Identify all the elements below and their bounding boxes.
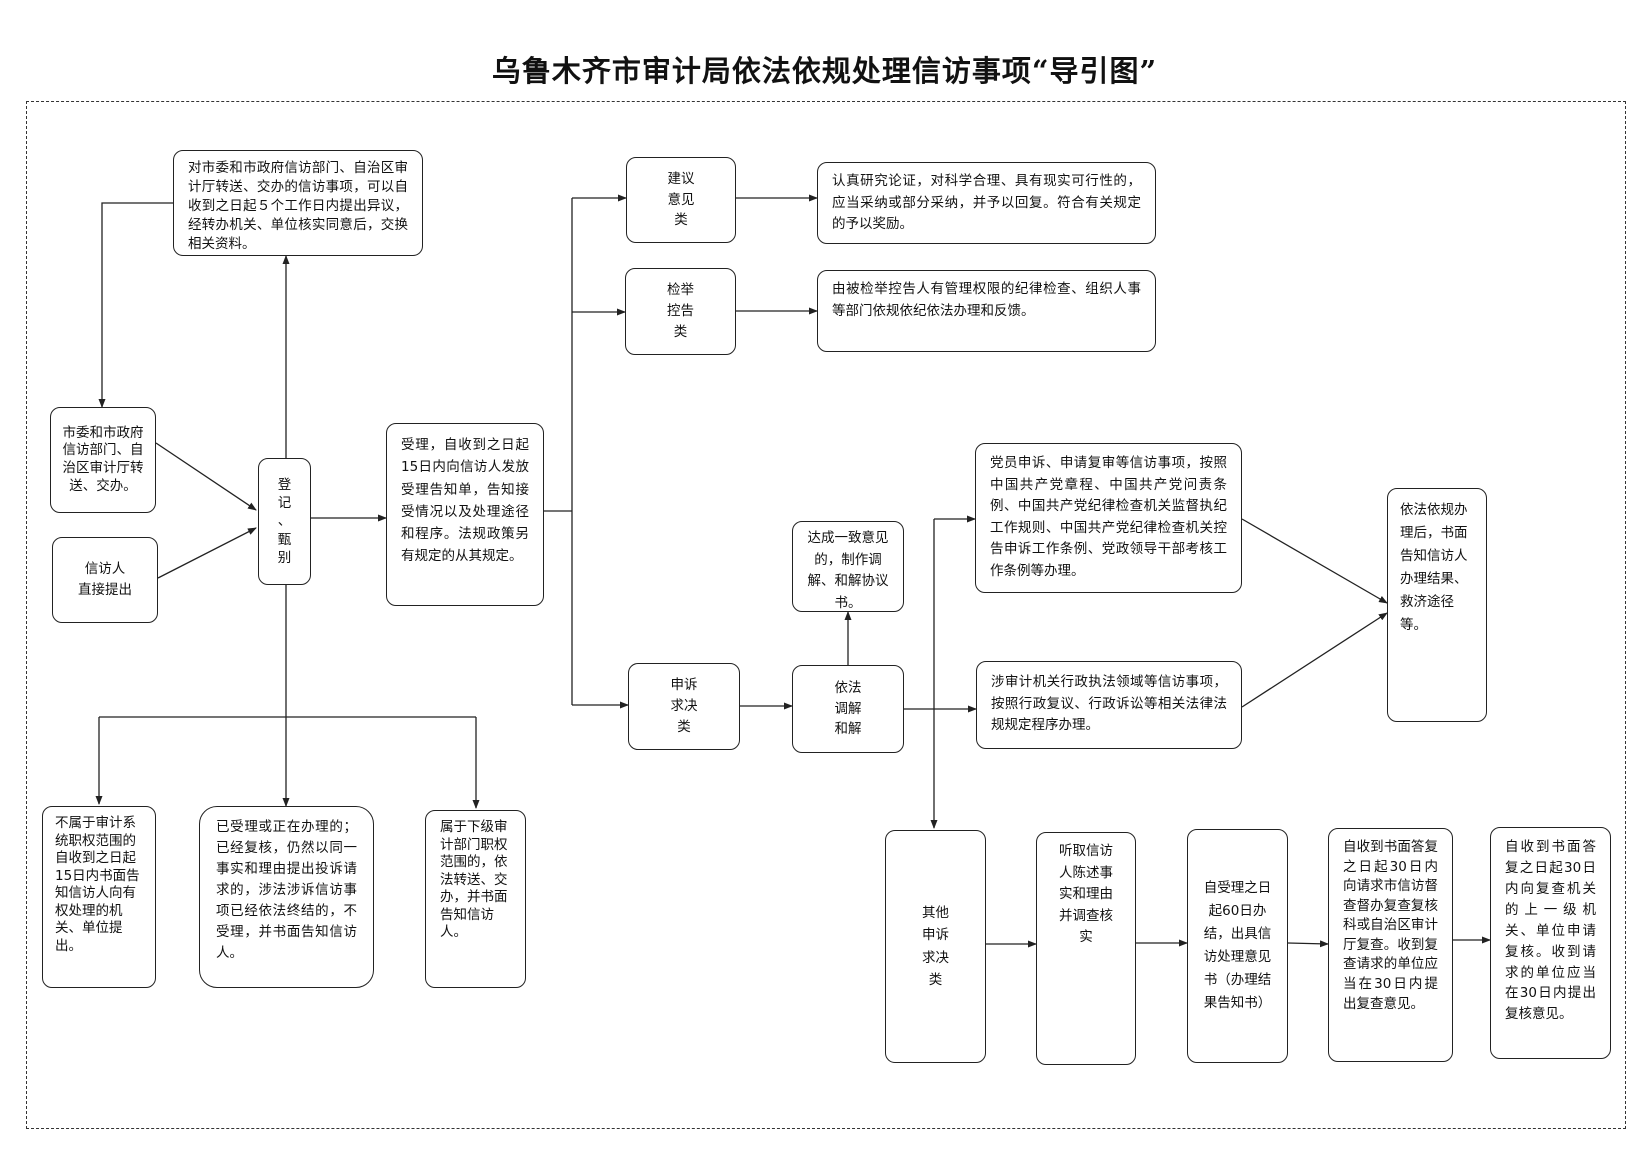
lower-level-box: 属于下级审计部门职权范围的，依法转送、交办，并书面告知信访人。 [425, 810, 526, 988]
source-direct-box: 信访人 直接提出 [52, 537, 158, 623]
suggestion-handle-box: 认真研究论证，对科学合理、具有现实可行性的，应当采纳或部分采纳，并予以回复。符合… [817, 162, 1156, 244]
party-member-box: 党员申诉、申请复审等信访事项，按照中国共产党章程、中国共产党问责条例、中国共产党… [975, 443, 1242, 593]
arrow-objection-to-source [98, 202, 173, 408]
source-transfer-box: 市委和市政府信访部门、自治区审计厅转送、交办。 [50, 407, 156, 513]
transfer-objection-box: 对市委和市政府信访部门、自治区审计厅转送、交办的信访事项，可以自收到之日起５个工… [173, 150, 423, 256]
mediation-box: 依法 调解 和解 [792, 665, 904, 753]
legal-result-box: 依法依规办理后，书面告知信访人办理结果、救济途径等。 [1387, 488, 1487, 722]
report-type-box: 检举 控告 类 [625, 268, 736, 355]
suggestion-type-box: 建议 意见 类 [626, 157, 736, 243]
recheck-30-box: 自收到书面答复之日起30日内向复查机关的上一级机关、单位申请复核。收到请求的单位… [1490, 827, 1611, 1059]
page-title: 乌鲁木齐市审计局依法依规处理信访事项“导引图” [491, 54, 1158, 88]
report-handle-box: 由被检举控告人有管理权限的纪律检查、组织人事等部门依规依纪依法办理和反馈。 [817, 270, 1156, 352]
diagram-frame [26, 101, 1626, 1129]
accept-box: 受理，自收到之日起15日内向信访人发放受理告知单，告知接受情况以及处理途径和程序… [386, 423, 544, 606]
arrow-admin-to-result [1241, 612, 1388, 708]
arrow-direct-to-register [157, 527, 257, 579]
arrow-party-to-result [1241, 518, 1388, 604]
register-box: 登 记 、 甄 别 [258, 458, 311, 585]
hear-statement-box: 听取信访人陈述事实和理由并调查核实 [1036, 832, 1136, 1065]
opinion-60-box: 自受理之日起60日办结，出具信访处理意见书（办理结果告知书） [1187, 829, 1288, 1063]
other-appeal-box: 其他 申诉 求决 类 [885, 830, 986, 1063]
already-accepted-box: 已受理或正在办理的；已经复核，仍然以同一事实和理由提出投诉请求的，涉法涉诉信访事… [199, 806, 374, 988]
arrow-opinion-to-review [1287, 940, 1329, 948]
agreement-box: 达成一致意见的，制作调解、和解协议书。 [792, 521, 904, 612]
review-30-box: 自收到书面答复之日起30日内向请求市信访督查督办复查复核科或自治区审计厅复查。收… [1328, 828, 1453, 1062]
appeal-type-box: 申诉 求决 类 [628, 663, 740, 750]
not-in-scope-box: 不属于审计系统职权范围的自收到之日起15日内书面告知信访人向有权处理的机关、单位… [42, 806, 156, 988]
arrow-source-transfer-to-register [155, 442, 257, 511]
admin-law-box: 涉审计机关行政执法领域等信访事项，按照行政复议、行政诉讼等相关法律法规规定程序办… [976, 661, 1242, 749]
